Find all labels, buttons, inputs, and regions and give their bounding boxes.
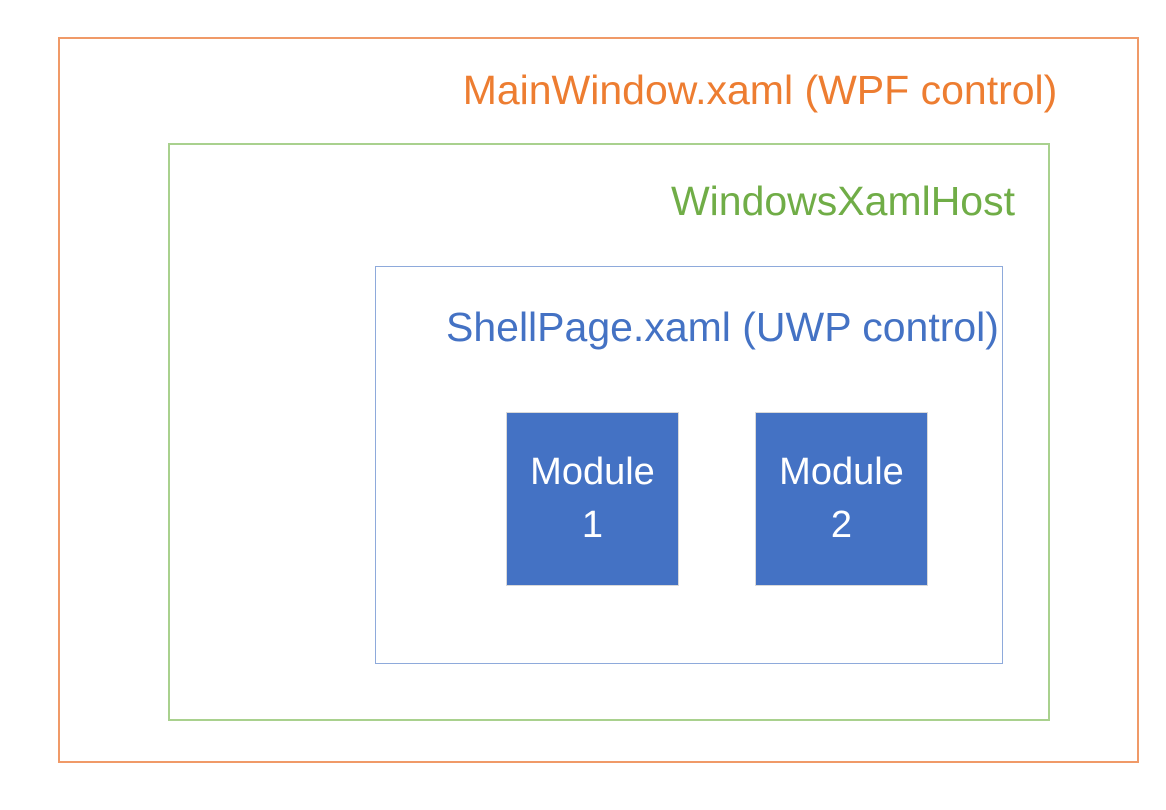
shellpage-uwp-box: ShellPage.xaml (UWP control) Module 1 Mo… bbox=[375, 266, 1003, 664]
module-1-box: Module 1 bbox=[506, 412, 679, 586]
shellpage-uwp-label: ShellPage.xaml (UWP control) bbox=[446, 304, 999, 350]
modules-row: Module 1 Module 2 bbox=[506, 412, 928, 586]
module-1-label-line2: 1 bbox=[581, 504, 604, 546]
mainwindow-wpf-box: MainWindow.xaml (WPF control) WindowsXam… bbox=[58, 37, 1139, 763]
module-1-label-line1: Module bbox=[530, 450, 655, 493]
module-2-label-line2: 2 bbox=[830, 504, 853, 546]
mainwindow-wpf-label: MainWindow.xaml (WPF control) bbox=[462, 67, 1058, 113]
module-2-box: Module 2 bbox=[755, 412, 928, 586]
windowsxamlhost-label: WindowsXamlHost bbox=[670, 178, 1016, 224]
windowsxamlhost-box: WindowsXamlHost ShellPage.xaml (UWP cont… bbox=[168, 143, 1050, 721]
module-2-label-line1: Module bbox=[779, 450, 904, 493]
